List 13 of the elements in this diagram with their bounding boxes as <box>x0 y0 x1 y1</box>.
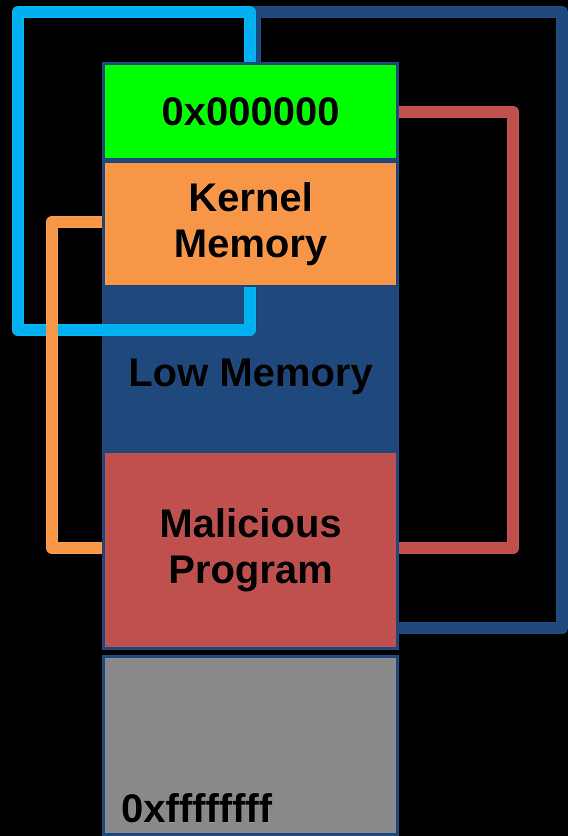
address-block <box>102 62 399 161</box>
memory-block <box>102 287 399 451</box>
block-label: Low Memory <box>127 350 374 396</box>
memory-block <box>102 655 399 836</box>
connector-line <box>12 6 256 336</box>
block-label: 0x000000 <box>160 89 340 135</box>
block-label: Malicious Program <box>158 501 343 593</box>
connector-line <box>399 106 519 554</box>
block-label: 0xffffffff <box>121 786 272 832</box>
memory-block <box>102 450 399 650</box>
memory-block <box>102 160 399 288</box>
block-label: Kernel Memory <box>172 175 328 267</box>
connector-line <box>46 216 102 554</box>
